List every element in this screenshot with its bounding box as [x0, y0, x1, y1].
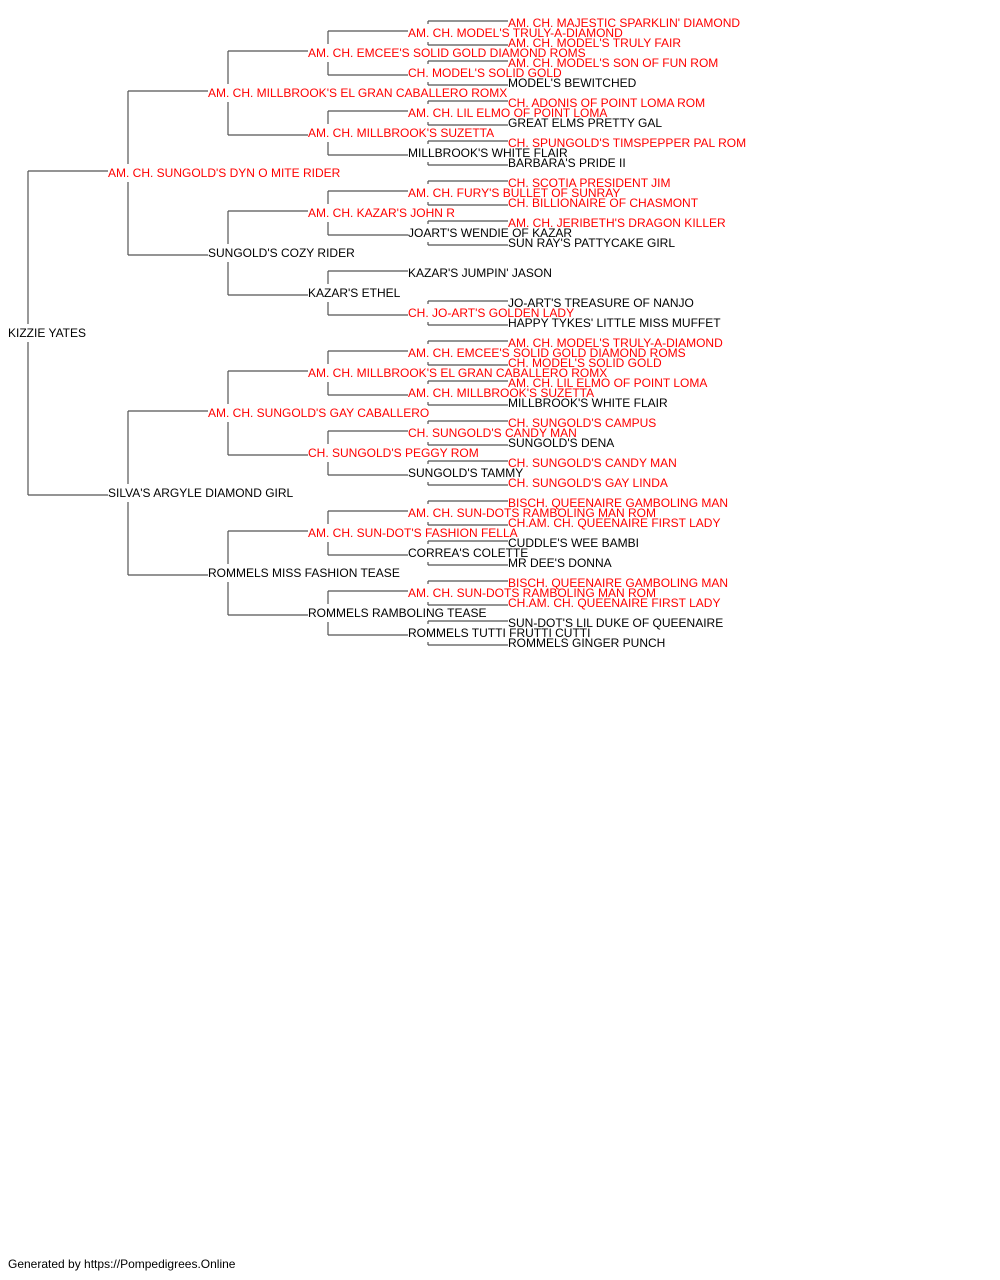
ancestor-name[interactable]: AM. CH. FURY'S BULLET OF SUNRAY [408, 186, 621, 200]
ancestor-name[interactable]: MILLBROOK'S WHITE FLAIR [408, 146, 568, 160]
ancestor-name[interactable]: CH. SCOTIA PRESIDENT JIM [508, 176, 671, 190]
subject-dog-name[interactable]: KIZZIE YATES [8, 326, 87, 340]
ancestor-name[interactable]: CH. MODEL'S SOLID GOLD [408, 66, 562, 80]
ancestor-name[interactable]: AM. CH. SUN-DOT'S FASHION FELLA [308, 526, 518, 540]
ancestor-name[interactable]: SUNGOLD'S TAMMY [408, 466, 524, 480]
ancestor-name[interactable]: AM. CH. EMCEE'S SOLID GOLD DIAMOND ROMS [308, 46, 586, 60]
ancestor-name[interactable]: BISCH. QUEENAIRE GAMBOLING MAN [508, 496, 729, 510]
ancestor-name[interactable]: GREAT ELMS PRETTY GAL [508, 116, 663, 130]
ancestor-name[interactable]: CH. SPUNGOLD'S TIMSPEPPER PAL ROM [508, 136, 747, 150]
footer-credit: Generated by https://Pompedigrees.Online [8, 1257, 236, 1271]
ancestor-name[interactable]: CUDDLE'S WEE BAMBI [508, 536, 639, 550]
ancestor-name[interactable]: AM. CH. MODEL'S TRULY-A-DIAMOND [508, 336, 723, 350]
ancestor-name[interactable]: CH. ADONIS OF POINT LOMA ROM [508, 96, 706, 110]
ancestor-name[interactable]: AM. CH. MILLBROOK'S SUZETTA [408, 386, 595, 400]
ancestor-name[interactable]: AM. CH. MAJESTIC SPARKLIN' DIAMOND [508, 16, 741, 30]
ancestor-name[interactable]: CH. SUNGOLD'S CANDY MAN [508, 456, 677, 470]
ancestor-name[interactable]: AM. CH. MILLBROOK'S SUZETTA [308, 126, 495, 140]
ancestor-name[interactable]: CH.AM. CH. QUEENAIRE FIRST LADY [508, 516, 721, 530]
ancestor-name[interactable]: MODEL'S BEWITCHED [508, 76, 637, 90]
ancestor-name[interactable]: HAPPY TYKES' LITTLE MISS MUFFET [508, 316, 721, 330]
ancestor-name[interactable]: AM. CH. MODEL'S SON OF FUN ROM [508, 56, 719, 70]
ancestor-name[interactable]: AM. CH. LIL ELMO OF POINT LOMA [508, 376, 708, 390]
ancestor-name[interactable]: BISCH. QUEENAIRE GAMBOLING MAN [508, 576, 729, 590]
ancestor-name[interactable]: AM. CH. MODEL'S TRULY-A-DIAMOND [408, 26, 623, 40]
ancestor-name[interactable]: CH. SUNGOLD'S CANDY MAN [408, 426, 577, 440]
ancestor-name[interactable]: AM. CH. SUNGOLD'S GAY CABALLERO [208, 406, 430, 420]
ancestor-name[interactable]: CH. JO-ART'S GOLDEN LADY [408, 306, 575, 320]
ancestor-name[interactable]: CH.AM. CH. QUEENAIRE FIRST LADY [508, 596, 721, 610]
ancestor-name[interactable]: ROMMELS RAMBOLING TEASE [308, 606, 487, 620]
ancestor-name[interactable]: ROMMELS TUTTI FRUTTI CUTTI [408, 626, 591, 640]
ancestor-name[interactable]: AM. CH. SUN-DOTS RAMBOLING MAN ROM [408, 586, 657, 600]
ancestor-name[interactable]: MILLBROOK'S WHITE FLAIR [508, 396, 668, 410]
ancestor-name[interactable]: AM. CH. LIL ELMO OF POINT LOMA [408, 106, 608, 120]
ancestor-name[interactable]: KAZAR'S JUMPIN' JASON [408, 266, 552, 280]
ancestor-name[interactable]: AM. CH. SUNGOLD'S DYN O MITE RIDER [108, 166, 341, 180]
ancestor-name[interactable]: CH. BILLIONAIRE OF CHASMONT [508, 196, 699, 210]
ancestor-name[interactable]: SUN RAY'S PATTYCAKE GIRL [508, 236, 675, 250]
ancestor-name[interactable]: SILVA'S ARGYLE DIAMOND GIRL [108, 486, 294, 500]
ancestor-name[interactable]: AM. CH. JERIBETH'S DRAGON KILLER [508, 216, 726, 230]
ancestor-name[interactable]: AM. CH. EMCEE'S SOLID GOLD DIAMOND ROMS [408, 346, 686, 360]
ancestor-name[interactable]: AM. CH. MODEL'S TRULY FAIR [508, 36, 681, 50]
ancestor-name[interactable]: ROMMELS GINGER PUNCH [508, 636, 666, 650]
ancestor-name[interactable]: SUN-DOT'S LIL DUKE OF QUEENAIRE [508, 616, 724, 630]
ancestor-name[interactable]: KAZAR'S ETHEL [308, 286, 401, 300]
ancestor-name[interactable]: SUNGOLD'S DENA [508, 436, 615, 450]
ancestor-name[interactable]: SUNGOLD'S COZY RIDER [208, 246, 355, 260]
ancestor-name[interactable]: BARBARA'S PRIDE II [508, 156, 626, 170]
ancestor-name[interactable]: CH. SUNGOLD'S GAY LINDA [508, 476, 668, 490]
ancestor-name[interactable]: AM. CH. KAZAR'S JOHN R [308, 206, 455, 220]
ancestor-name[interactable]: MR DEE'S DONNA [508, 556, 612, 570]
ancestor-name[interactable]: CH. SUNGOLD'S PEGGY ROM [308, 446, 479, 460]
ancestor-name[interactable]: CORREA'S COLETTE [408, 546, 529, 560]
ancestor-name[interactable]: JO-ART'S TREASURE OF NANJO [508, 296, 694, 310]
ancestor-name[interactable]: CH. MODEL'S SOLID GOLD [508, 356, 662, 370]
ancestor-name[interactable]: JOART'S WENDIE OF KAZAR [408, 226, 573, 240]
ancestor-name[interactable]: CH. SUNGOLD'S CAMPUS [508, 416, 657, 430]
ancestor-name[interactable]: ROMMELS MISS FASHION TEASE [208, 566, 400, 580]
ancestor-name[interactable]: AM. CH. MILLBROOK'S EL GRAN CABALLERO RO… [208, 86, 508, 100]
ancestor-name[interactable]: AM. CH. MILLBROOK'S EL GRAN CABALLERO RO… [308, 366, 608, 380]
ancestor-name[interactable]: AM. CH. SUN-DOTS RAMBOLING MAN ROM [408, 506, 657, 520]
